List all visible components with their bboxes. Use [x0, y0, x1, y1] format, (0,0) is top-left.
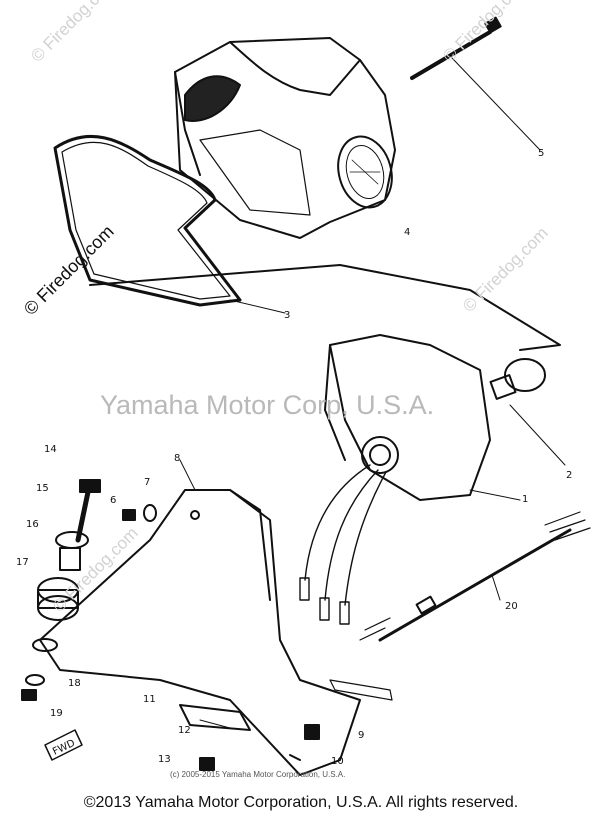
callout-20: 20 [505, 601, 518, 612]
part-2-bulb[interactable] [489, 358, 566, 466]
part-18-19-nut[interactable] [21, 674, 45, 701]
part-1-lamp-base[interactable] [89, 264, 561, 501]
footer-copyright: ©2013 Yamaha Motor Corporation, U.S.A. A… [83, 794, 519, 811]
callout-5: 5 [538, 148, 544, 159]
part-17-grommet[interactable] [37, 577, 79, 621]
callout-12: 12 [178, 725, 191, 736]
part-4-lens-housing[interactable] [174, 37, 399, 239]
part-5-screw[interactable] [410, 16, 541, 151]
callout-7: 7 [144, 477, 150, 488]
callout-labels: 1 2 3 4 5 6 7 8 9 10 11 12 13 14 15 16 1… [16, 148, 572, 767]
callout-10: 10 [331, 756, 344, 767]
part-9-10-bolt[interactable] [289, 724, 320, 761]
part-11-12-reflector[interactable] [179, 704, 251, 731]
part-3-gasket[interactable] [53, 134, 286, 314]
callout-3: 3 [284, 310, 290, 321]
part-20-wire-harness[interactable] [359, 511, 591, 642]
part-14-bolt[interactable] [75, 479, 101, 543]
part-8-bracket[interactable] [32, 459, 393, 776]
callout-8: 8 [174, 453, 180, 464]
center-watermark: Yamaha Motor Corp, U.S.A. [100, 390, 435, 420]
callout-11: 11 [143, 694, 156, 705]
part-15-16-washers[interactable] [55, 531, 89, 571]
callout-4: 4 [404, 227, 410, 238]
callout-18: 18 [68, 678, 81, 689]
callout-9: 9 [358, 730, 364, 741]
part-13-nut[interactable] [199, 757, 215, 771]
callout-2: 2 [566, 470, 572, 481]
small-copyright: (c) 2005-2015 Yamaha Motor Corporation, … [170, 770, 346, 779]
callout-13: 13 [158, 754, 171, 765]
callout-17: 17 [16, 557, 29, 568]
callout-15: 15 [36, 483, 49, 494]
lamp-wires [299, 464, 387, 625]
callout-6: 6 [110, 495, 116, 506]
callout-19: 19 [50, 708, 63, 719]
fwd-marker [44, 729, 83, 761]
callout-1: 1 [522, 494, 528, 505]
callout-16: 16 [26, 519, 39, 530]
part-6-7-screw-washer[interactable] [122, 504, 157, 522]
callout-14: 14 [44, 444, 57, 455]
